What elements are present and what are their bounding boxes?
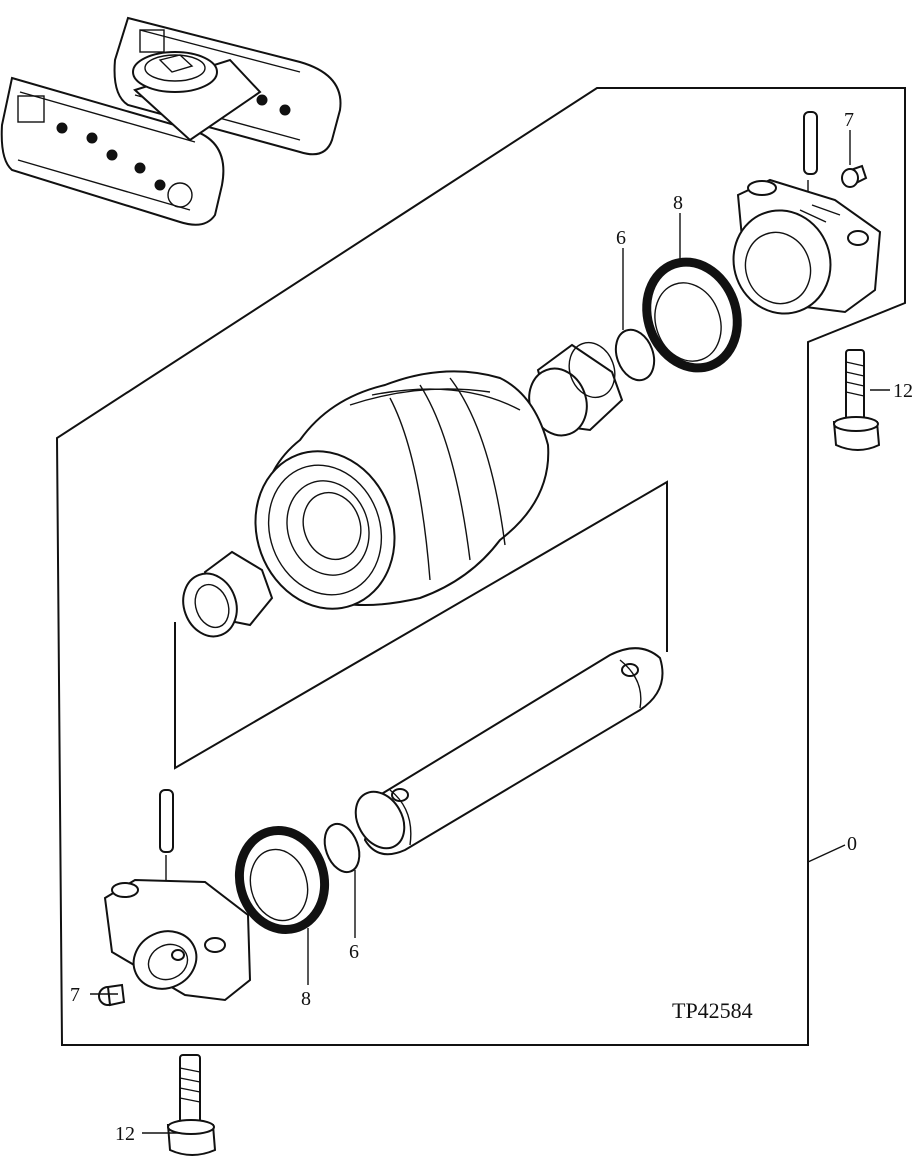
top-bolt [832,349,881,451]
callout-assembly: 0 [847,833,857,855]
roller-shaft [354,647,664,856]
callout-top-plug: 7 [844,109,854,131]
track-roller [254,370,550,610]
callout-bottom-plug: 7 [70,984,80,1006]
callout-bottom-oring: 6 [349,941,359,963]
bottom-spring-pin [159,789,174,853]
callout-top-oring: 6 [616,227,626,249]
bottom-bracket [103,878,252,1002]
bottom-floating-seal [234,825,330,935]
figure-id: TP42584 [672,998,753,1023]
top-bushing [528,341,624,437]
callout-bottom-seal: 8 [301,988,311,1010]
bottom-bolt [166,1054,217,1156]
assembly-frame [55,87,906,1046]
top-bracket [732,178,882,315]
bottom-bushing [182,550,274,638]
top-plug [841,164,868,188]
bottom-oring [323,822,361,874]
bottom-plug [98,983,126,1007]
top-oring [614,328,656,382]
shaft-group-outline [174,480,668,770]
top-spring-pin [803,111,818,175]
callout-top-bolt: 12 [893,380,913,402]
callout-top-seal: 8 [673,192,683,214]
top-floating-seal [642,257,742,373]
undercarriage-thumbnail [0,16,342,226]
callout-bottom-bolt: 12 [115,1123,135,1145]
